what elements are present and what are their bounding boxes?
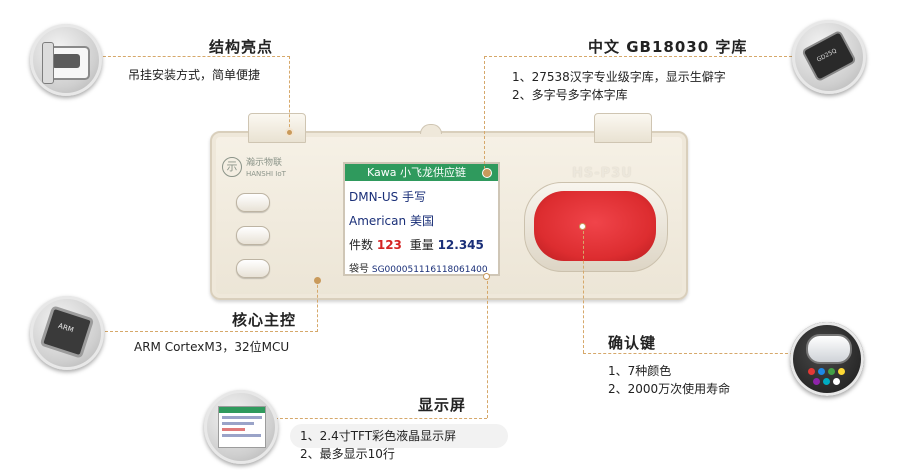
- core-line-1: ARM CortexM3，32位MCU: [134, 340, 290, 354]
- core-title: 核心主控: [232, 311, 297, 329]
- font-title: 中文 GB18030 字库: [588, 38, 748, 56]
- confirm-button[interactable]: [534, 191, 656, 261]
- device-screen: Kawa 小飞龙供应链 DMN-US 手写 American 美国 件数 123…: [343, 162, 500, 276]
- key-line-2: 2、2000万次使用寿命: [608, 382, 731, 396]
- left-hinge: [248, 113, 306, 143]
- display-anchor-dot: [483, 273, 490, 280]
- key-color-dot-4: [838, 368, 845, 375]
- screen-line-1-code: DMN-US: [349, 190, 399, 204]
- structure-line-1: 吊挂安装方式，简单便捷: [128, 68, 261, 82]
- structure-anchor-dot: [285, 128, 294, 137]
- font-line-2: 2、多字号多字体字库: [512, 88, 628, 102]
- key-line-1: 1、7种颜色: [608, 364, 672, 378]
- key-color-dot-3: [828, 368, 835, 375]
- bag-label: 袋号: [349, 264, 369, 275]
- display-text-bubble: [290, 424, 508, 448]
- arm-chip-icon: ARM: [30, 296, 104, 370]
- count-value: 123: [376, 238, 402, 252]
- display-line-1: 1、2.4寸TFT彩色液晶显示屏: [300, 429, 457, 443]
- brand-name: 瀚示物联: [246, 158, 283, 168]
- right-hinge: [594, 113, 652, 143]
- screen-header: Kawa 小飞龙供应链: [345, 164, 498, 181]
- key-anchor-dot: [579, 223, 586, 230]
- screen-header-dot: [482, 168, 492, 178]
- key-title: 确认键: [608, 334, 657, 352]
- display-title: 显示屏: [418, 396, 467, 414]
- screen-line-2: American 美国: [349, 212, 434, 229]
- screen-line-2-code: American: [349, 214, 407, 228]
- confirm-key-icon: [790, 322, 864, 396]
- weight-value: 12.345: [437, 238, 484, 252]
- core-anchor-dot: [314, 277, 321, 284]
- key-color-dot-6: [823, 378, 830, 385]
- top-bump: [420, 124, 442, 134]
- bag-value: SG000051116118061400: [371, 265, 488, 275]
- screen-line-1-text: 手写: [402, 190, 427, 204]
- font-line-1: 1、27538汉字专业级字库，显示生僻字: [512, 70, 726, 84]
- hinge-bracket-icon: [30, 24, 102, 96]
- structure-title: 结构亮点: [209, 38, 274, 56]
- key-color-dot-7: [833, 378, 840, 385]
- flash-chip-icon: GD25Q: [792, 20, 866, 94]
- screen-line-1: DMN-US 手写: [349, 188, 426, 205]
- key-color-dot-1: [808, 368, 815, 375]
- key-color-dot-5: [813, 378, 820, 385]
- side-button-3[interactable]: [236, 259, 270, 278]
- model-label: HS-P3U: [572, 166, 633, 181]
- side-button-2[interactable]: [236, 226, 270, 245]
- screen-line-2-text: 美国: [409, 214, 434, 228]
- display-line-2: 2、最多显示10行: [300, 447, 395, 461]
- side-button-1[interactable]: [236, 193, 270, 212]
- screen-line-4: 袋号 SG000051116118061400: [349, 260, 488, 275]
- brand-mark-icon: 示: [222, 157, 242, 177]
- weight-label: 重量: [409, 238, 434, 252]
- brand-logo: 示 瀚示物联 HANSHI IoT: [222, 155, 312, 185]
- screen-line-3: 件数 123 重量 12.345: [349, 236, 484, 253]
- count-label: 件数: [349, 238, 374, 252]
- brand-subname: HANSHI IoT: [246, 170, 286, 178]
- tft-screen-icon: [204, 390, 278, 464]
- key-color-dot-2: [818, 368, 825, 375]
